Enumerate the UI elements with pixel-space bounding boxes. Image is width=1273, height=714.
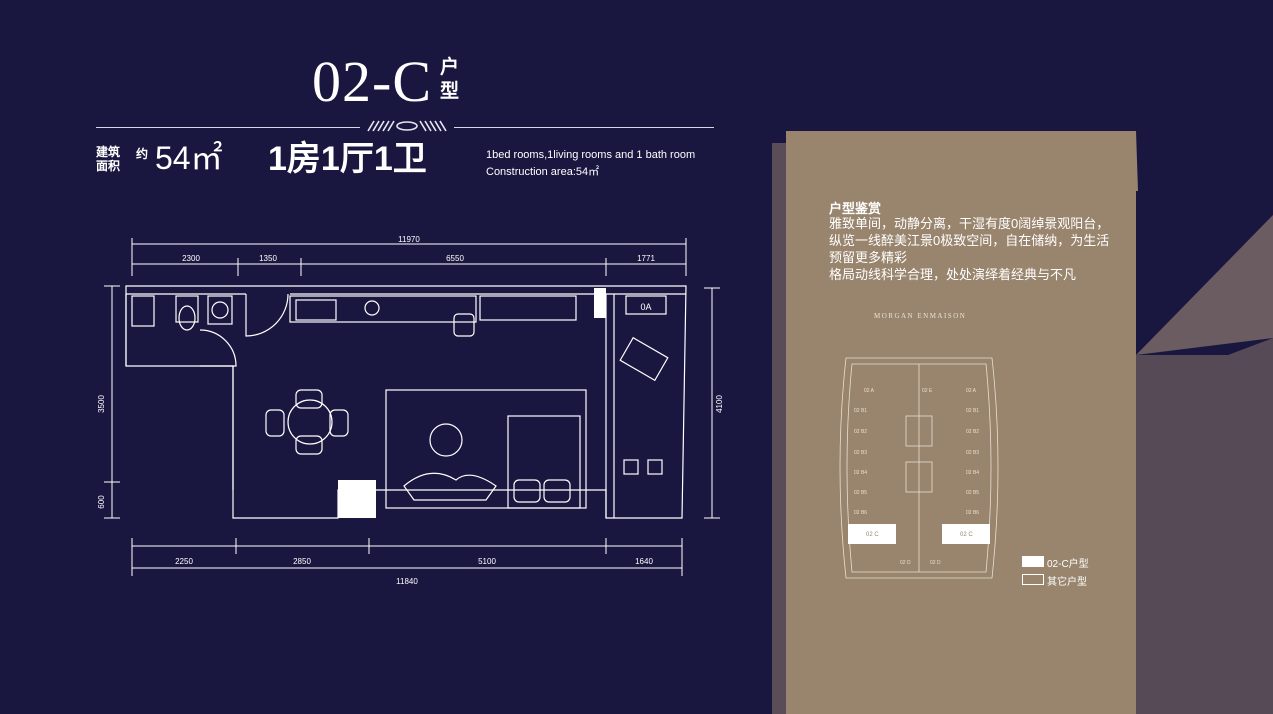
key-02b2-left: 02 B2 [854,429,867,435]
panel-line-4: 格局动线科学合理，处处演绎着经典与不凡 [829,267,1077,282]
dim-bottom-4: 1640 [635,557,653,566]
info-panel [786,131,1136,714]
unit-suffix-1: 户 [440,57,460,78]
legend-other-swatch [1022,574,1044,585]
area-value: 54㎡ [155,140,223,176]
dim-left-1: 3500 [97,395,106,413]
legend-current-label: 02-C户型 [1047,559,1089,570]
brand-mark: MORGAN ENMAISON [874,312,967,320]
unit-code: 02-C [312,49,432,114]
dim-bottom-total: 11840 [396,577,418,586]
key-02a-left: 02 A [864,388,875,394]
key-02e: 02 E [922,388,933,394]
key-02b3-right: 02 B3 [966,450,979,456]
panel-title: 户型鉴赏 [829,201,882,216]
ornament-icon [360,120,454,132]
key-02c-left: 02 C [866,532,879,538]
key-plan: 02 A 02 E 02 A 02 B1 02 B1 02 B2 02 B2 0… [839,357,999,579]
key-02d-left: 02 D [900,560,911,566]
key-02b6-left: 02 B6 [854,510,867,516]
approx-label: 约 [136,147,149,161]
dim-bottom-1: 2250 [175,557,193,566]
key-02b4-left: 02 B4 [854,470,867,476]
dim-top-1: 2300 [182,254,200,263]
key-02a-right: 02 A [966,388,977,394]
dim-bottom-2: 2850 [293,557,311,566]
rooms-cn: 1房1厅1卫 [268,140,427,178]
area-en: Construction area:54㎡ [486,166,600,178]
panel-line-3: 预留更多精彩 [829,250,908,265]
dim-top-total: 11970 [398,235,420,244]
ac-label: 0A [640,302,651,312]
rooms-en: 1bed rooms,1living rooms and 1 bath room [486,149,696,161]
key-02b1-right: 02 B1 [966,408,979,414]
legend-current-swatch [1022,556,1044,567]
dim-left-2: 600 [97,495,106,509]
dim-right: 4100 [715,395,724,413]
panel-line-1: 雅致单间，动静分离，干湿有度0阔绰景观阳台， [829,216,1110,231]
key-02b4-right: 02 B4 [966,470,979,476]
dim-bottom-3: 5100 [478,557,496,566]
key-02b1-left: 02 B1 [854,408,867,414]
legend-other-label: 其它户型 [1047,577,1087,588]
panel-line-2: 纵览一线醉美江景0极致空间，自在储纳，为生活 [829,233,1110,248]
key-02b3-left: 02 B3 [854,450,867,456]
dim-top-3: 6550 [446,254,464,263]
key-02b5-right: 02 B5 [966,490,979,496]
unit-suffix-2: 型 [440,81,460,102]
key-02b6-right: 02 B6 [966,510,979,516]
panel-corner [1136,131,1138,191]
key-02b5-left: 02 B5 [854,490,867,496]
key-02b2-right: 02 B2 [966,429,979,435]
area-label: 建筑 面积 [96,145,121,173]
dim-top-4: 1771 [637,254,655,263]
key-02c-right: 02 C [960,532,973,538]
dim-top-2: 1350 [259,254,277,263]
floor-plan: 11970 2300 1350 6550 1771 2250 2850 5100… [97,235,724,586]
key-02d-right: 02 D [930,560,941,566]
